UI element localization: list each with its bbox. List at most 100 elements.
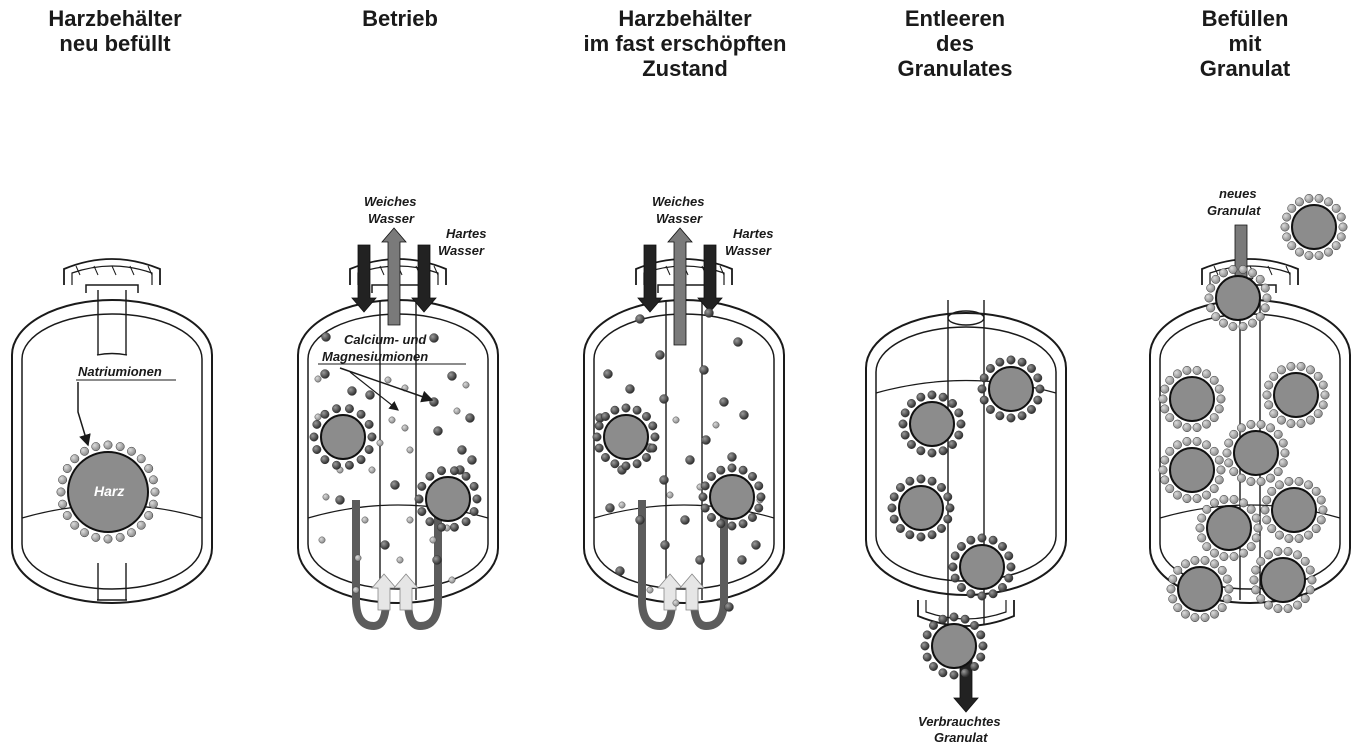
ion (951, 574, 959, 582)
ion (757, 493, 765, 501)
ion (1263, 294, 1271, 302)
ion (633, 460, 641, 468)
ion (1337, 213, 1345, 221)
ion (1268, 487, 1276, 495)
ion (1277, 366, 1285, 374)
ion (1297, 362, 1305, 370)
ion (944, 515, 952, 523)
ion (313, 420, 321, 428)
ion (1268, 524, 1276, 532)
ion (332, 461, 340, 469)
ion (899, 420, 907, 428)
ion (1252, 534, 1260, 542)
ion (357, 455, 365, 463)
ion (998, 542, 1006, 550)
ion (967, 536, 975, 544)
ion (980, 396, 988, 404)
calcium-ion (660, 395, 669, 404)
calcium-ion (740, 411, 749, 420)
ion (1263, 496, 1271, 504)
resin-bead (989, 367, 1033, 411)
sodium-ion (377, 440, 383, 446)
ion (1174, 566, 1182, 574)
ion (1324, 198, 1332, 206)
hartes-wasser-label: Hartes (446, 226, 486, 241)
ion (707, 513, 715, 521)
ion (1295, 198, 1303, 206)
ion (127, 447, 135, 455)
ion (1215, 385, 1223, 393)
ion (1198, 514, 1206, 522)
ion (611, 460, 619, 468)
ion (426, 472, 434, 480)
calcium-ion (321, 370, 330, 379)
ion (946, 504, 954, 512)
cap-neck (86, 285, 138, 293)
ion (957, 542, 965, 550)
resin-bead (1292, 205, 1336, 249)
ion (1034, 374, 1042, 382)
ion (1257, 477, 1265, 485)
ion (145, 464, 153, 472)
ion (310, 433, 318, 441)
ion (1279, 439, 1287, 447)
ion (957, 420, 965, 428)
ion (1281, 223, 1289, 231)
ion (1181, 610, 1189, 618)
calcium-ion (430, 334, 439, 343)
ion (1005, 574, 1013, 582)
ion (1201, 613, 1209, 621)
ion (1287, 362, 1295, 370)
ion (437, 467, 445, 475)
ion (1183, 366, 1191, 374)
ion (1265, 381, 1273, 389)
ion (1274, 604, 1282, 612)
calcium-ion (686, 456, 695, 465)
ion (92, 442, 100, 450)
ion (970, 662, 978, 670)
ion (939, 447, 947, 455)
ion (998, 583, 1006, 591)
ion (611, 406, 619, 414)
sodium-ion (667, 492, 673, 498)
ion (1166, 413, 1174, 421)
ion (1007, 563, 1015, 571)
ion (890, 515, 898, 523)
ion (1304, 531, 1312, 539)
ion (1247, 420, 1255, 428)
ion (1183, 423, 1191, 431)
ion (967, 590, 975, 598)
ion (137, 521, 145, 529)
ion (1317, 496, 1325, 504)
ion (1295, 534, 1303, 542)
ion (1319, 401, 1327, 409)
ion (137, 455, 145, 463)
ion (1293, 601, 1301, 609)
ion (961, 669, 969, 677)
ion (80, 447, 88, 455)
ion (1283, 213, 1291, 221)
ion (1220, 495, 1228, 503)
ion (955, 431, 963, 439)
sodium-ion (454, 408, 460, 414)
calcium-ion (720, 398, 729, 407)
ion (1250, 576, 1258, 584)
ion (1288, 204, 1296, 212)
ion (63, 464, 71, 472)
ion (748, 513, 756, 521)
calcium-magnesium-label: Calcium- und (344, 332, 427, 347)
ion (1007, 356, 1015, 364)
ion (1306, 366, 1314, 374)
ion (939, 669, 947, 677)
ion (1265, 401, 1273, 409)
weiches-wasser-label-3: Wasser (656, 211, 703, 226)
calcium-ion (468, 456, 477, 465)
ion (1288, 241, 1296, 249)
ion (896, 524, 904, 532)
ion (1230, 495, 1238, 503)
sodium-ion (319, 537, 325, 543)
ion (1237, 474, 1245, 482)
ion (1173, 420, 1181, 428)
ion (906, 531, 914, 539)
ion (1210, 560, 1218, 568)
